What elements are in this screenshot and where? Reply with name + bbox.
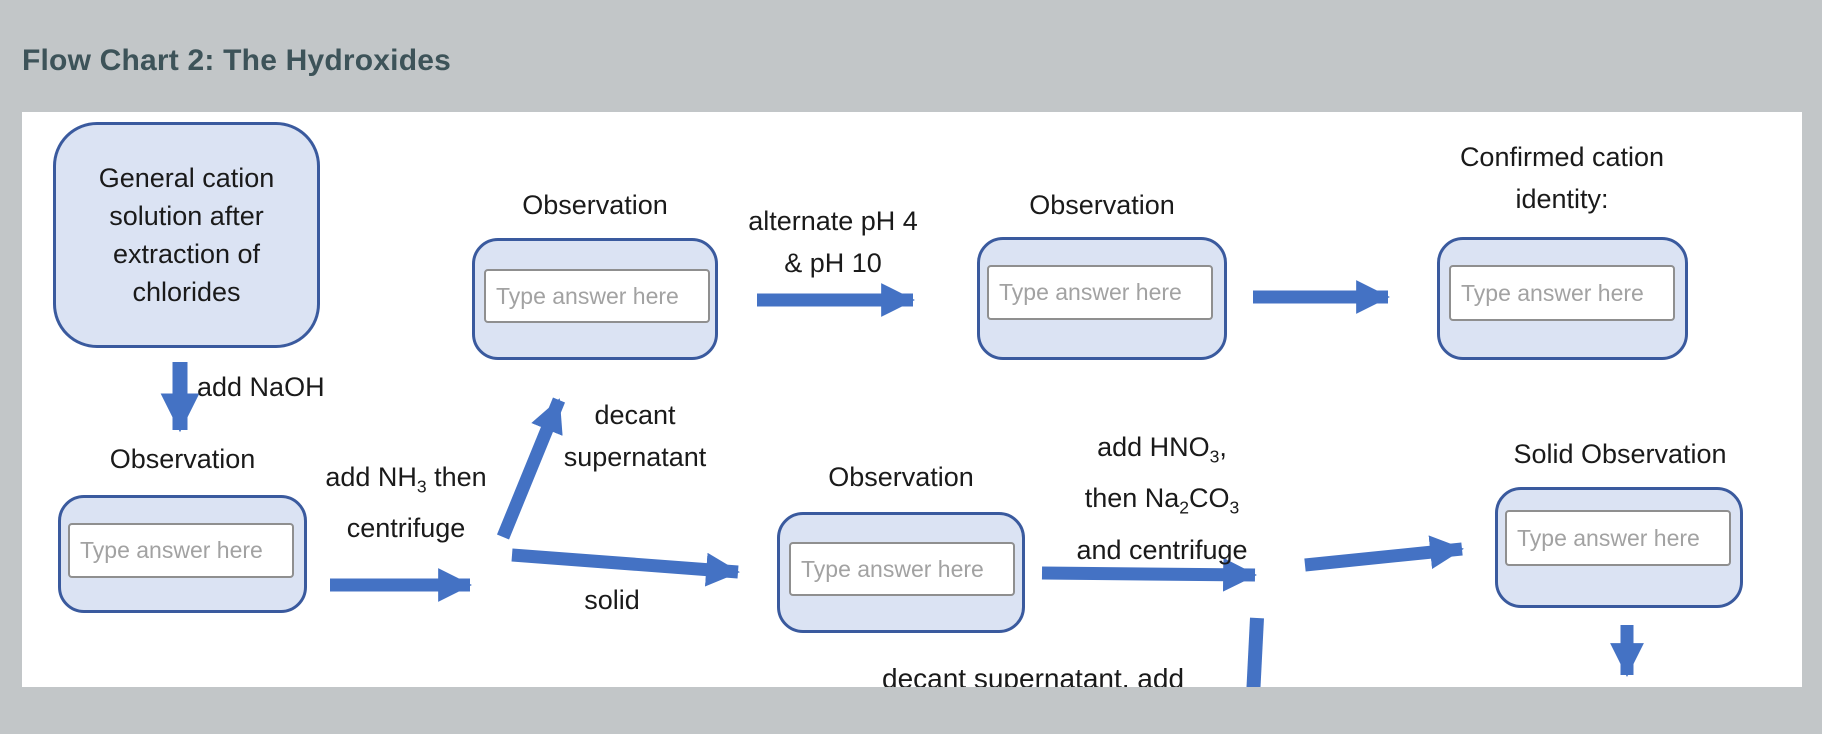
flowchart-arrows [160,280,1644,687]
node-solid-observation-label: Solid Observation [1513,439,1727,469]
edge-label-add-naoh: add NaOH [197,372,325,402]
edge-label-add-nh3: add NH3 then centrifuge [325,462,487,544]
node-observation-1-label: Observation [109,444,256,474]
answer-input-observation-1[interactable] [68,523,294,578]
answer-input-observation-3[interactable] [987,265,1213,320]
answer-input-confirmed[interactable] [1449,265,1675,321]
node-observation-4-box [777,512,1025,633]
node-observation-1-box [58,495,307,613]
node-observation-3-box [977,237,1227,360]
node-observation-2-label: Observation [522,190,668,220]
edge-label-decant-supernatant-add: decant supernatant, add [882,663,1185,687]
edge-label-add-hno3: add HNO3, then Na2CO3 and centrifuge [1076,432,1248,565]
answer-input-observation-2[interactable] [484,269,710,323]
node-observation-3-label: Observation [1029,190,1175,220]
arrow-solid [511,548,740,587]
node-confirmed-box [1437,237,1688,360]
arrow-decant-supernatant [496,397,566,540]
node-general-cation-text: General cation solution after extraction… [98,163,275,307]
edge-label-alternate-ph: alternate pH 4 & pH 10 [748,206,918,278]
arrow-to-solid-observation [1304,535,1464,572]
node-solid-observation-box [1495,487,1743,608]
answer-input-observation-4[interactable] [789,542,1015,596]
edge-label-solid: solid [584,585,640,615]
answer-input-solid-observation[interactable] [1505,510,1731,566]
node-observation-4-label: Observation [828,462,974,492]
page-title: Flow Chart 2: The Hydroxides [22,44,451,77]
arrow-add-hno3 [1041,557,1257,592]
edge-label-decant-supernatant: decant supernatant [563,400,707,472]
node-observation-2-box [472,238,718,360]
node-general-cation-box: General cation solution after extraction… [53,122,320,348]
arrow-decant-down-shaft [1246,617,1264,687]
node-confirmed-label: Confirmed cation identity: [1459,142,1665,214]
flowchart-canvas: General cation solution after extraction… [22,112,1802,687]
